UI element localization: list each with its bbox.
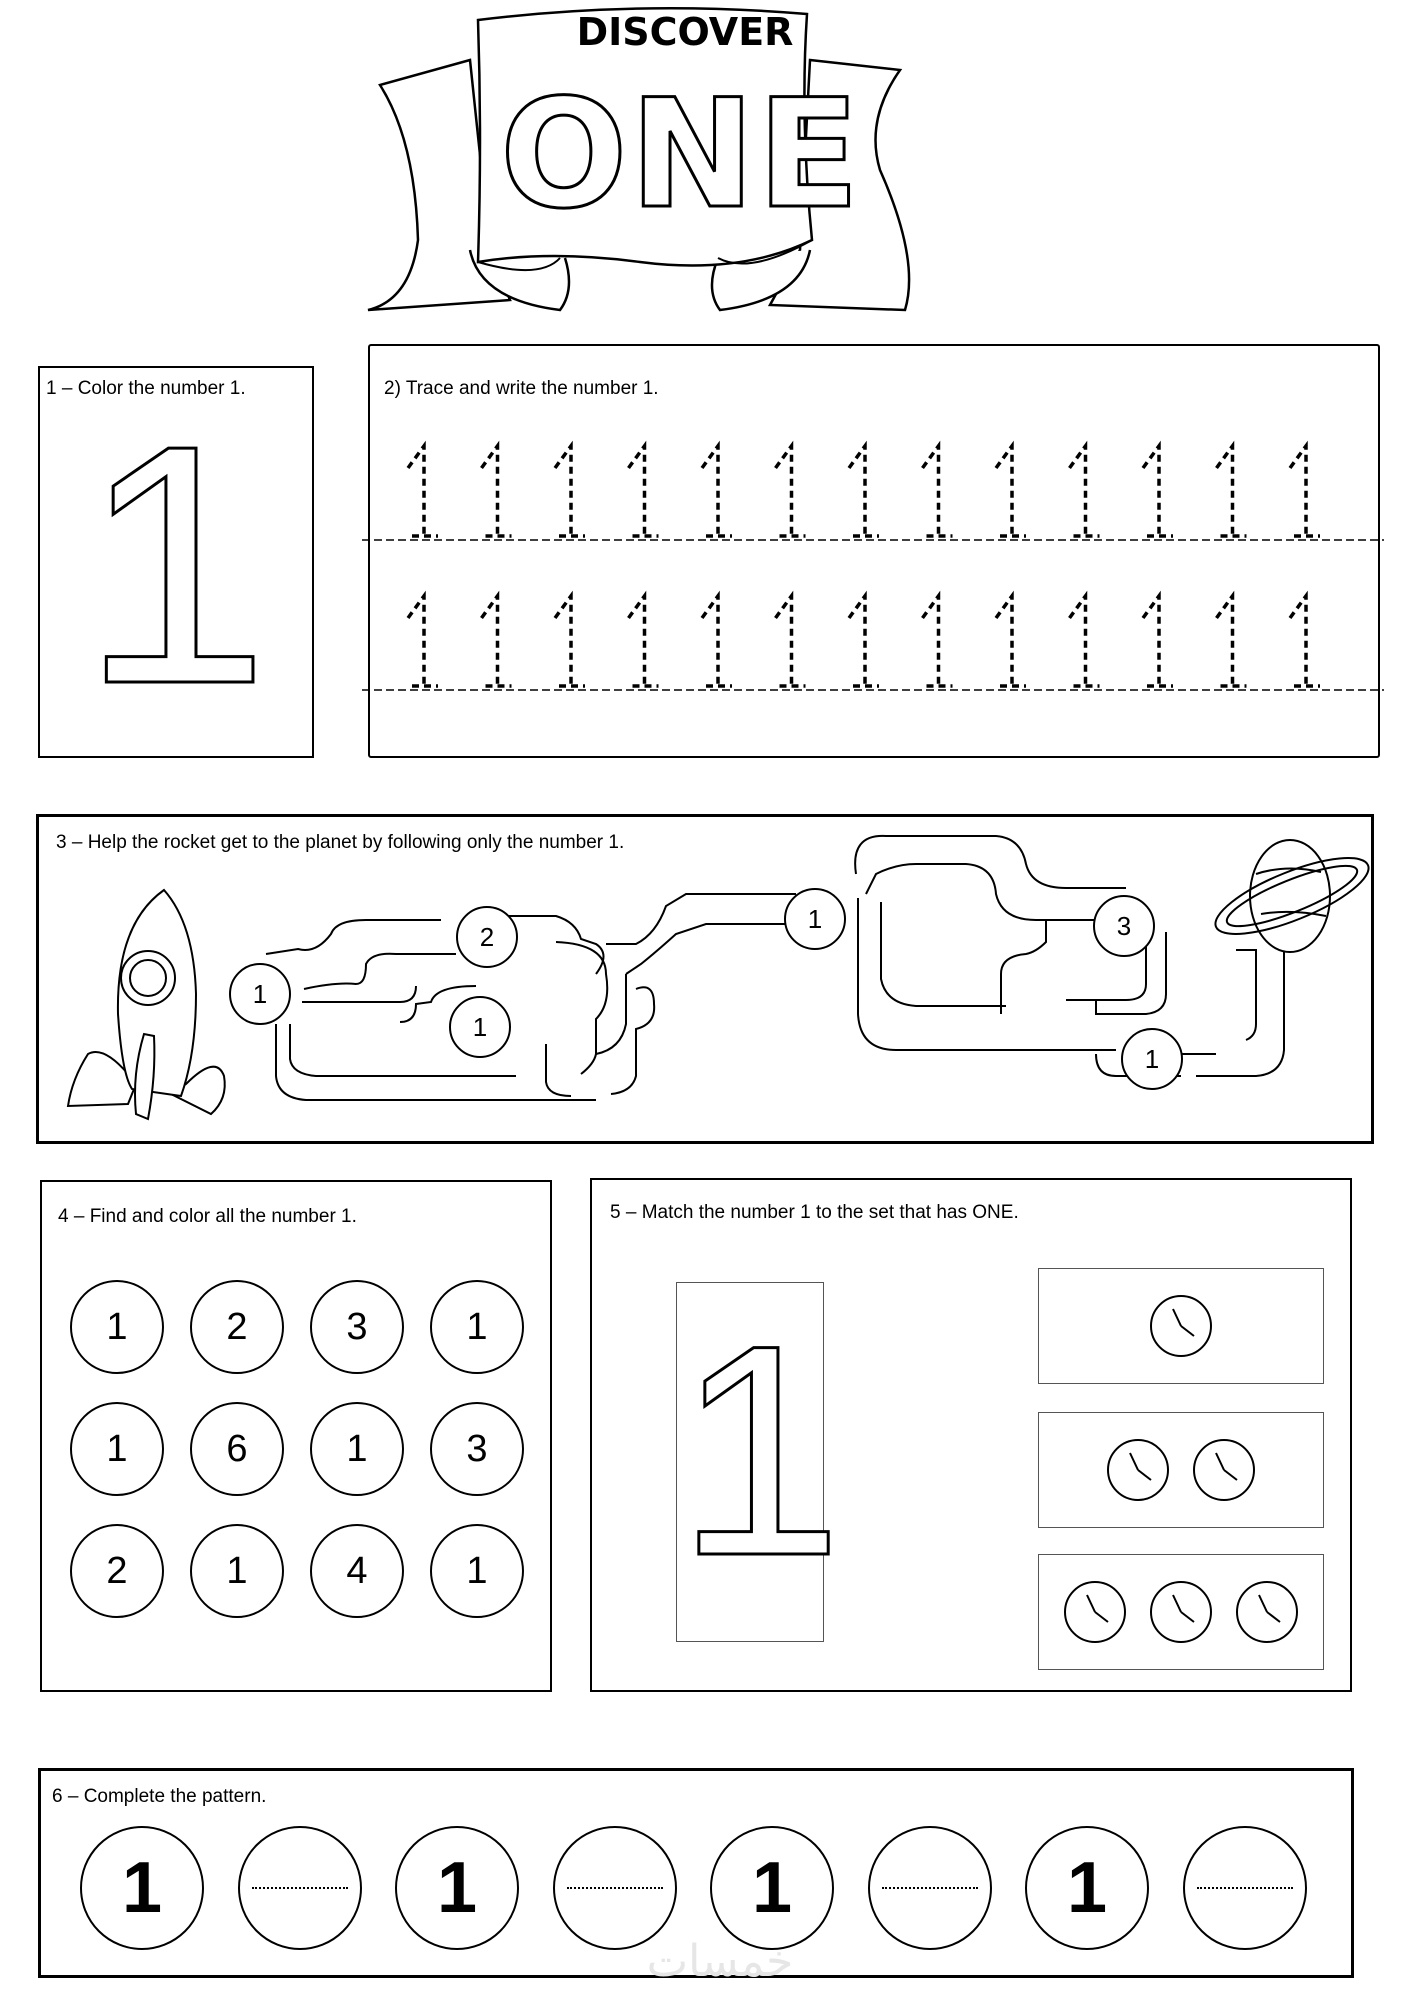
ribbon-banner-graphic <box>367 6 911 312</box>
find-color-circle[interactable]: 3 <box>430 1402 524 1496</box>
trace-digit-1[interactable] <box>1068 590 1100 688</box>
maze-node[interactable]: 3 <box>1093 895 1155 957</box>
trace-digit-1[interactable] <box>700 590 732 688</box>
trace-digit-1[interactable] <box>847 440 879 538</box>
trace-digit-1[interactable] <box>774 440 806 538</box>
maze-node[interactable]: 1 <box>229 963 291 1025</box>
find-color-circle[interactable]: 6 <box>190 1402 284 1496</box>
planet-icon <box>1214 839 1370 953</box>
match-number-box[interactable] <box>676 1282 824 1642</box>
trace-digit-1[interactable] <box>627 440 659 538</box>
trace-digit-1[interactable] <box>700 440 732 538</box>
find-color-circle[interactable]: 1 <box>310 1402 404 1496</box>
match-set-two[interactable] <box>1038 1412 1324 1528</box>
maze-node[interactable]: 1 <box>1121 1028 1183 1090</box>
maze-node[interactable]: 1 <box>784 888 846 950</box>
pattern-write-line <box>881 1887 978 1889</box>
clock-icon <box>1062 1579 1128 1650</box>
trace-rows <box>362 420 1384 720</box>
color-number-instruction: 1 – Color the number 1. <box>46 378 246 399</box>
find-color-circle[interactable]: 1 <box>430 1524 524 1618</box>
rocket-icon <box>66 888 226 1121</box>
trace-digit-1[interactable] <box>406 440 438 538</box>
trace-digit-1[interactable] <box>1215 590 1247 688</box>
maze-instruction: 3 – Help the rocket get to the planet by… <box>56 832 625 853</box>
find-color-circle[interactable]: 1 <box>70 1280 164 1374</box>
pattern-circle-filled[interactable]: 1 <box>710 1826 834 1950</box>
find-color-circle[interactable]: 1 <box>70 1402 164 1496</box>
find-color-circle[interactable]: 2 <box>70 1524 164 1618</box>
maze-node[interactable]: 2 <box>456 906 518 968</box>
find-color-circle[interactable]: 4 <box>310 1524 404 1618</box>
trace-digit-1[interactable] <box>480 440 512 538</box>
find-color-circle[interactable]: 2 <box>190 1280 284 1374</box>
trace-digit-1[interactable] <box>406 590 438 688</box>
trace-digit-1[interactable] <box>994 440 1026 538</box>
trace-panel <box>368 344 1380 758</box>
header-discover: DISCOVER <box>576 10 794 54</box>
color-number-panel <box>38 366 314 758</box>
trace-instruction: 2) Trace and write the number 1. <box>384 378 659 399</box>
trace-digit-1[interactable] <box>480 590 512 688</box>
trace-worksheet <box>362 440 1384 691</box>
match-number-glyph: 1 <box>675 1281 845 1620</box>
header-title: ONE <box>499 68 862 242</box>
trace-digit-1[interactable] <box>994 590 1026 688</box>
pattern-instruction: 6 – Complete the pattern. <box>52 1786 267 1807</box>
trace-digit-1[interactable] <box>553 440 585 538</box>
maze-paths <box>265 834 1285 1101</box>
trace-digit-1[interactable] <box>1215 440 1247 538</box>
find-color-instruction: 4 – Find and color all the number 1. <box>58 1206 357 1227</box>
clock-icon <box>1148 1579 1214 1650</box>
watermark: خمسات <box>646 1936 794 1987</box>
maze-graphic <box>66 834 1370 1121</box>
clock-icon <box>1234 1579 1300 1650</box>
maze-node[interactable]: 1 <box>449 996 511 1058</box>
trace-digit-1[interactable] <box>1141 590 1173 688</box>
pattern-write-line <box>1196 1887 1293 1889</box>
pattern-circle-blank[interactable] <box>237 1826 362 1950</box>
pattern-write-line <box>566 1887 663 1889</box>
color-number-glyph[interactable]: 1 <box>79 375 271 755</box>
pattern-circle-filled[interactable]: 1 <box>1025 1826 1149 1950</box>
maze-area <box>36 814 1374 1144</box>
pattern-circle-filled[interactable]: 1 <box>80 1826 204 1950</box>
trace-digit-1[interactable] <box>921 440 953 538</box>
trace-digit-1[interactable] <box>1141 440 1173 538</box>
trace-digit-1[interactable] <box>921 590 953 688</box>
pattern-circle-blank[interactable] <box>1182 1826 1307 1950</box>
pattern-circle-blank[interactable] <box>552 1826 677 1950</box>
trace-digit-1[interactable] <box>553 590 585 688</box>
pattern-circle-filled[interactable]: 1 <box>395 1826 519 1950</box>
clock-icon <box>1148 1293 1214 1364</box>
trace-digit-1[interactable] <box>1068 440 1100 538</box>
trace-digit-1[interactable] <box>1288 590 1320 688</box>
trace-digit-1[interactable] <box>847 590 879 688</box>
trace-digit-1[interactable] <box>1288 440 1320 538</box>
trace-digit-1[interactable] <box>774 590 806 688</box>
find-color-circle[interactable]: 3 <box>310 1280 404 1374</box>
clock-icon <box>1191 1437 1257 1508</box>
pattern-circle-blank[interactable] <box>867 1826 992 1950</box>
trace-digit-1[interactable] <box>627 590 659 688</box>
pattern-write-line <box>251 1887 348 1889</box>
match-instruction: 5 – Match the number 1 to the set that h… <box>610 1202 1019 1223</box>
clock-icon <box>1105 1437 1171 1508</box>
header-banner <box>360 0 920 320</box>
find-color-circle[interactable]: 1 <box>190 1524 284 1618</box>
find-color-circle[interactable]: 1 <box>430 1280 524 1374</box>
